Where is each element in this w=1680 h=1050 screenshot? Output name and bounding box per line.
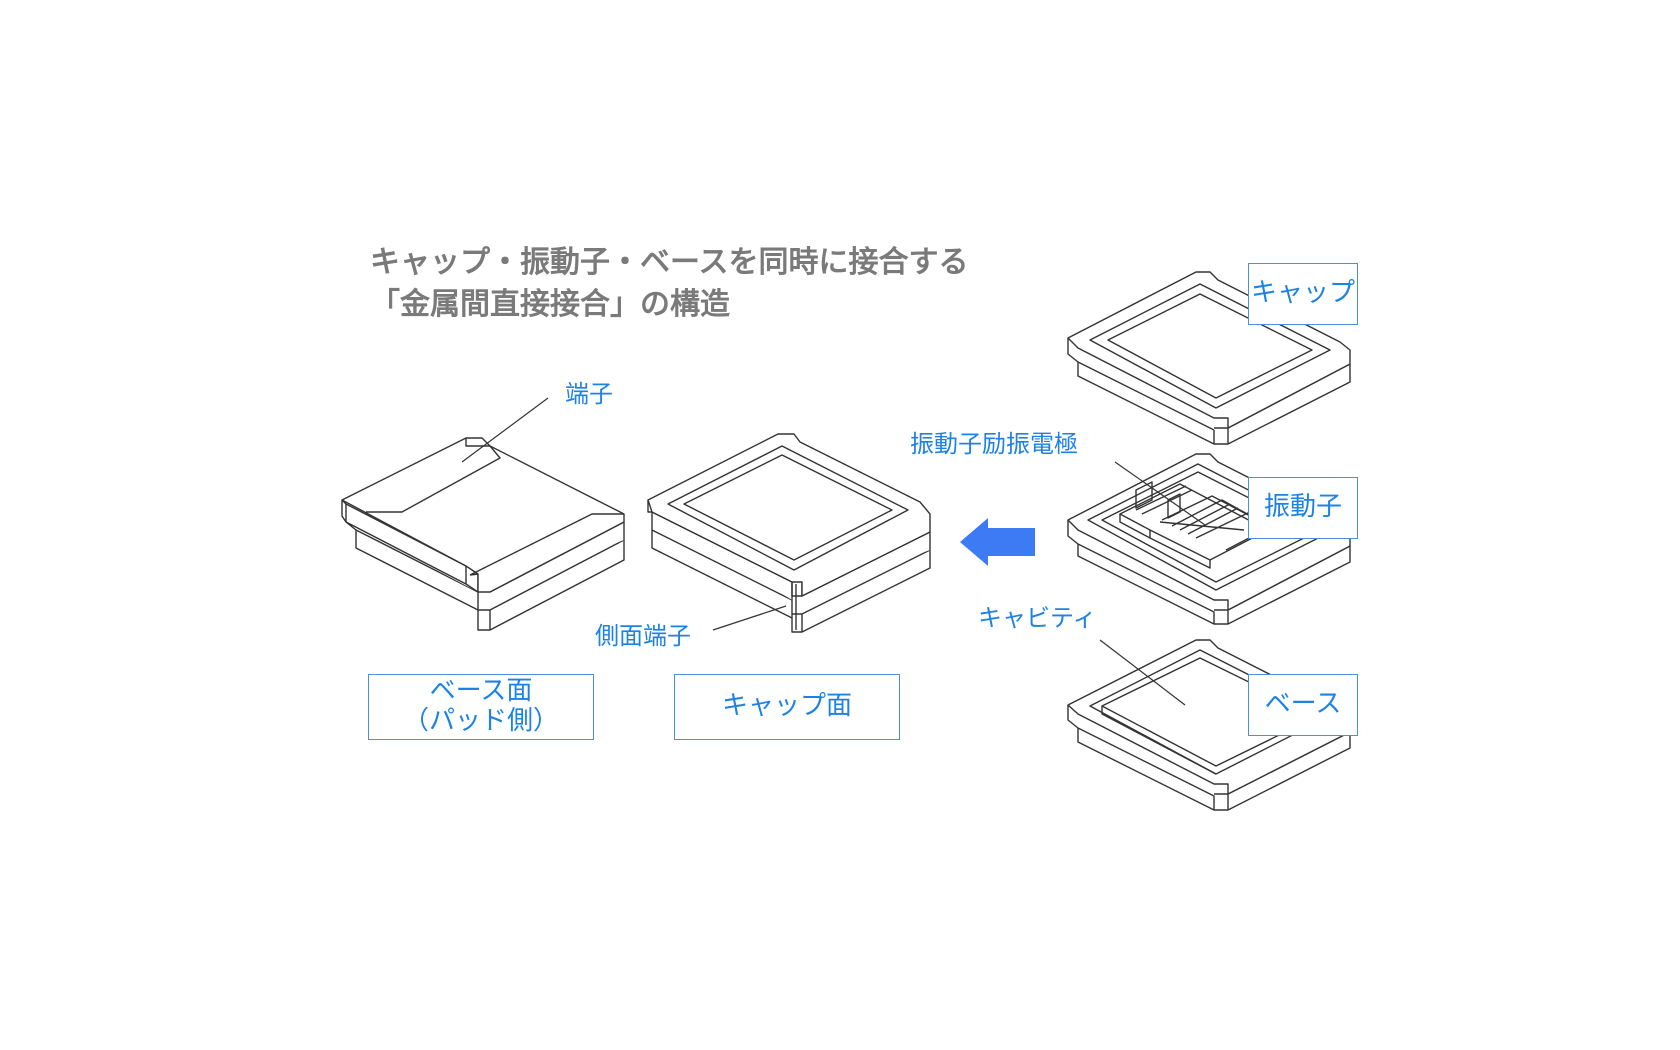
leader-terminal xyxy=(461,397,549,463)
leader-cavity xyxy=(1099,639,1186,706)
leader-side-terminal xyxy=(712,605,787,631)
cavity-label: キャビティ xyxy=(978,604,1097,632)
base-caption: ベース xyxy=(1248,674,1358,736)
arrow-left-icon xyxy=(960,518,1035,566)
base-face-package xyxy=(341,437,625,631)
terminal-label: 端子 xyxy=(565,380,613,408)
leader-electrode xyxy=(1114,461,1206,526)
base-face-caption: ベース面 （パッド側） xyxy=(368,674,594,740)
cap-layer xyxy=(1067,271,1351,445)
cap-face-caption: キャップ面 xyxy=(674,674,900,740)
title-line-2: 「金属間直接接合」の構造 xyxy=(370,287,730,322)
side-terminal-label: 側面端子 xyxy=(595,622,691,650)
title-line-1: キャップ・振動子・ベースを同時に接合する xyxy=(370,245,969,280)
cap-caption: キャップ xyxy=(1248,263,1358,325)
vibrator-layer xyxy=(1067,453,1351,625)
base-face-caption-line-2: （パッド側） xyxy=(402,706,559,736)
electrode-label: 振動子励振電極 xyxy=(910,430,1078,458)
vibrator-caption: 振動子 xyxy=(1248,477,1358,539)
cap-face-package xyxy=(647,433,931,633)
leader-lines xyxy=(461,397,1206,706)
base-face-caption-line-1: ベース面 xyxy=(429,676,533,707)
